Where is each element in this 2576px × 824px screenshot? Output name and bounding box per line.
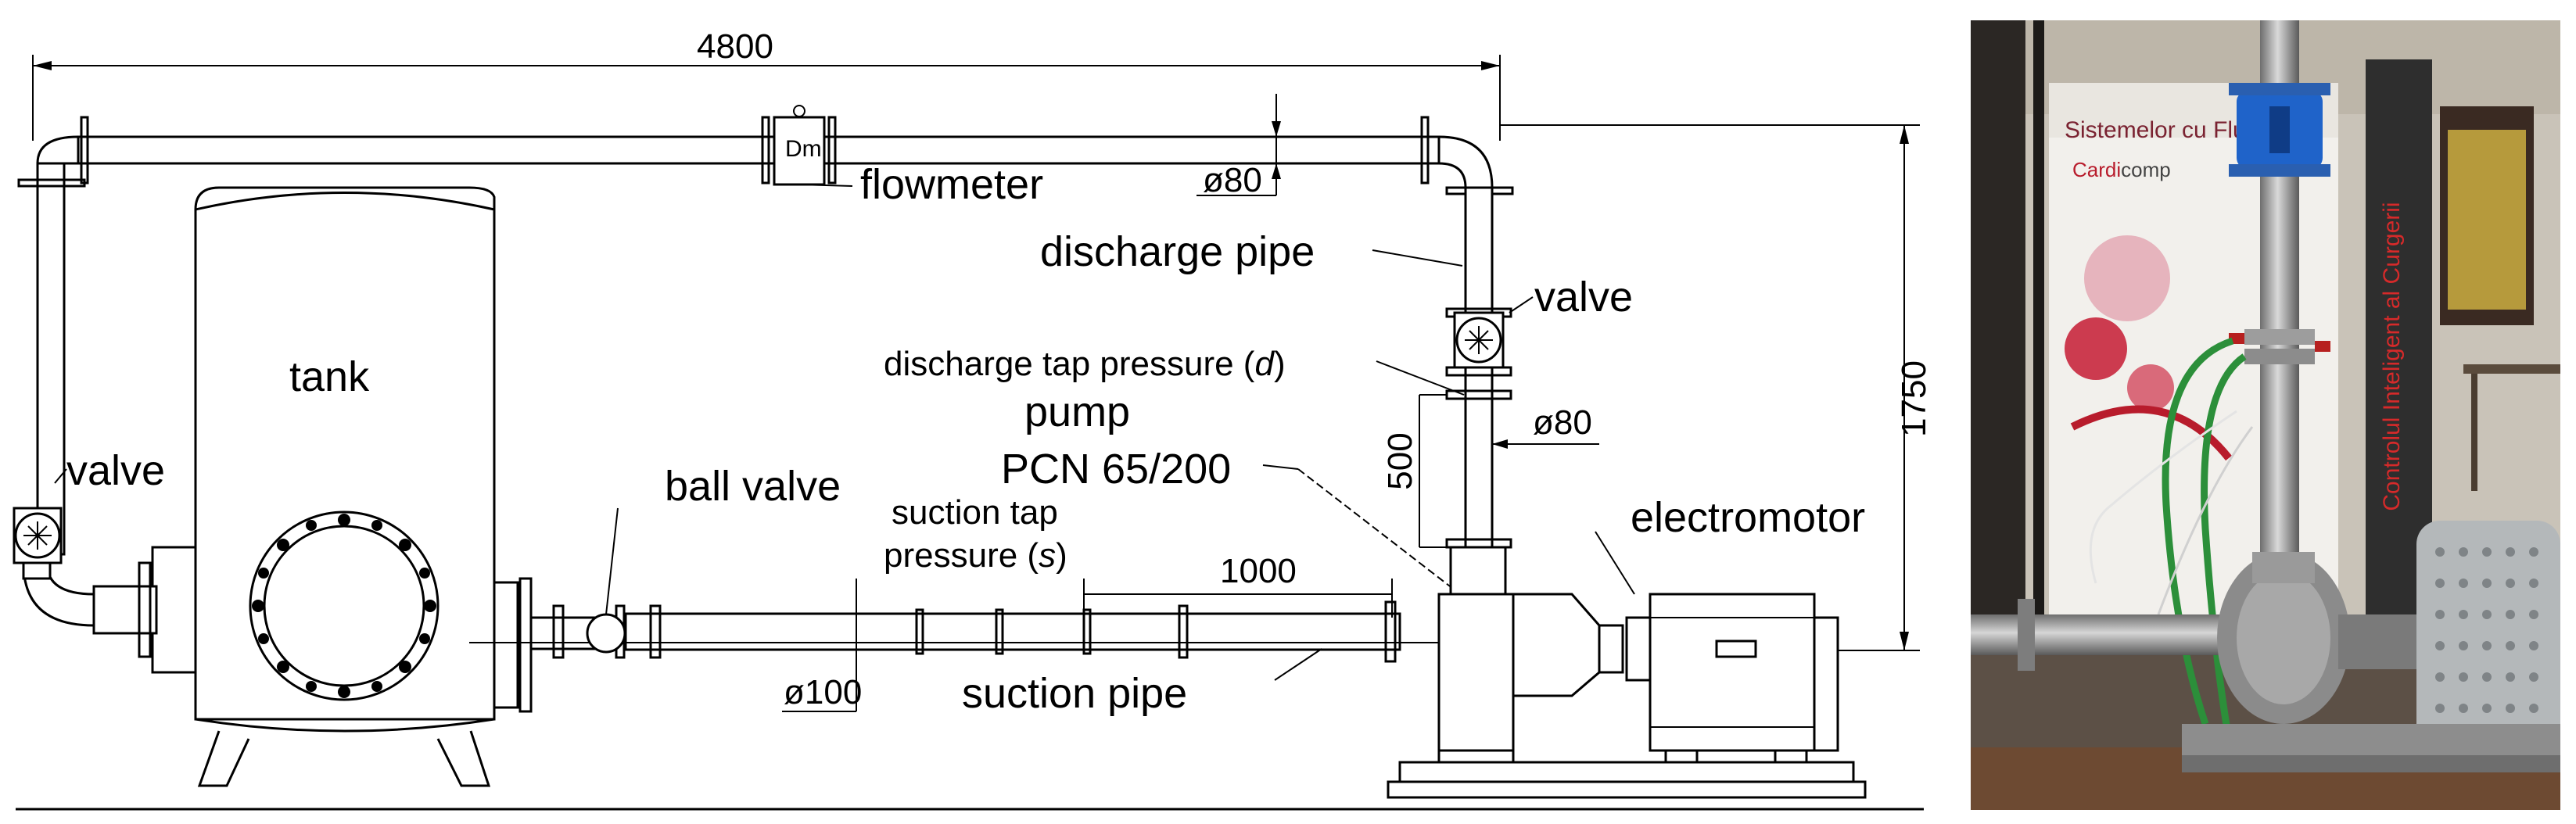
electromotor-label: electromotor <box>1631 494 1865 541</box>
svg-text:pressure (s): pressure (s) <box>884 536 1067 575</box>
dim-4800-label: 4800 <box>697 27 773 66</box>
discharge-tap-text: discharge tap pressure ( <box>884 345 1255 383</box>
discharge-tap: discharge tap pressure (d) <box>884 345 1465 396</box>
discharge-pipe: discharge pipe <box>1040 186 1512 580</box>
suction-pipe: suction pipe <box>469 577 1439 717</box>
suction-pipe-label: suction pipe <box>962 670 1187 717</box>
pump-label: pump <box>1024 389 1130 435</box>
discharge-tap-var: d <box>1254 345 1275 383</box>
suction-tap: suction tap pressure (s) 1000 <box>884 493 1393 618</box>
vertical-banner-text: Controlul Inteligent al Curgerii <box>2379 202 2405 511</box>
dimension-500: 500 <box>1381 394 1447 548</box>
dimension-phi80-top: ø80 <box>1197 94 1281 199</box>
left-valve-label: valve <box>66 447 165 494</box>
discharge-pipe-label: discharge pipe <box>1040 228 1315 275</box>
svg-text:discharge tap pressure (d): discharge tap pressure (d) <box>884 345 1286 383</box>
banner-brand: Cardi <box>2072 158 2121 181</box>
tank-outlet-left <box>22 546 197 674</box>
rig-photo-illustration: Sistemelor cu Fluide Cardicomp seal Cont… <box>1971 20 2560 810</box>
tank: tank <box>194 186 496 787</box>
suction-tap-text: pressure ( <box>884 536 1039 575</box>
test-rig-diagram: 4800 1750 Dm flowmeter ø <box>13 27 1933 811</box>
suction-tap-line1: suction tap <box>892 493 1058 532</box>
dim-phi80-mid-label: ø80 <box>1533 403 1592 442</box>
pump <box>1387 546 1867 799</box>
dimension-phi80-mid: ø80 <box>1492 403 1599 449</box>
suction-tap-var: s <box>1039 536 1056 575</box>
dimension-phi100: ø100 <box>782 579 862 712</box>
left-valve: valve <box>13 447 165 564</box>
dimension-1750: 1750 <box>1500 124 1933 651</box>
ball-valve-label: ball valve <box>665 463 841 510</box>
ball-valve: ball valve <box>552 463 841 659</box>
pump-model-label: PCN 65/200 <box>1001 446 1231 493</box>
dim-phi80-top-label: ø80 <box>1203 161 1262 199</box>
discharge-tap-close: ) <box>1274 345 1286 383</box>
flowmeter-label: flowmeter <box>860 161 1043 208</box>
dim-1000-label: 1000 <box>1220 552 1297 590</box>
flowmeter: Dm flowmeter <box>773 105 1043 208</box>
dimension-4800: 4800 <box>32 27 1501 141</box>
electromotor: electromotor <box>1595 494 1865 764</box>
tank-label: tank <box>289 353 370 400</box>
suction-tap-close: ) <box>1056 536 1067 575</box>
right-valve: valve <box>1453 274 1633 369</box>
banner-brand-suffix: comp <box>2121 158 2171 181</box>
svg-text:Cardicomp: Cardicomp <box>2072 158 2171 181</box>
dim-500-label: 500 <box>1381 432 1419 489</box>
pump-labels: pump PCN 65/200 <box>1001 389 1471 603</box>
rig-photo: Sistemelor cu Fluide Cardicomp seal Cont… <box>1971 20 2560 810</box>
dim-phi100-label: ø100 <box>784 673 862 711</box>
flowmeter-symbol: Dm <box>785 136 822 162</box>
right-valve-label: valve <box>1534 274 1633 321</box>
dim-1750-label: 1750 <box>1895 360 1933 437</box>
